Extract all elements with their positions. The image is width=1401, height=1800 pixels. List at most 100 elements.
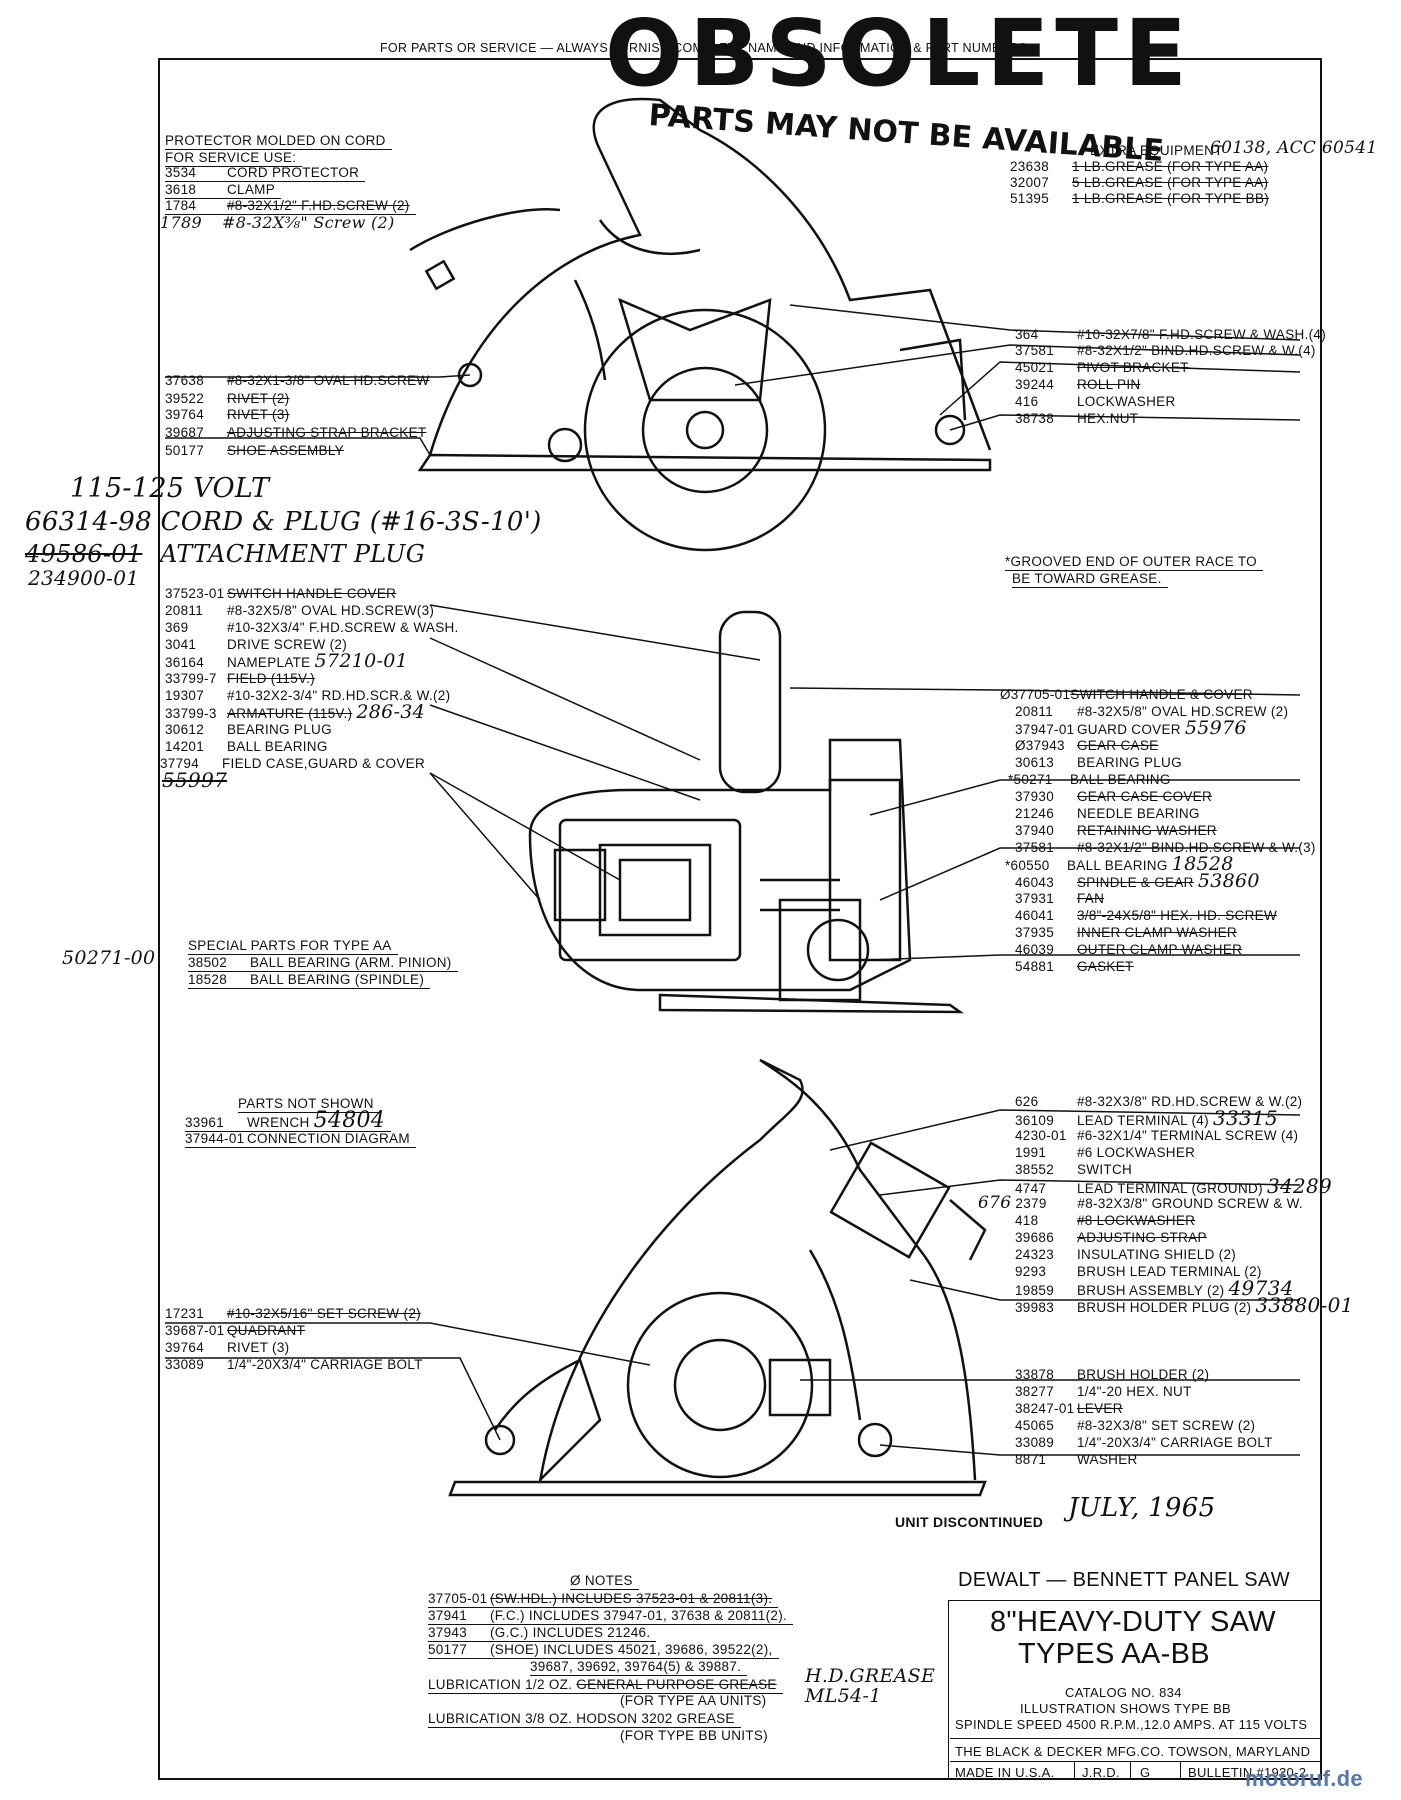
leader-lines — [165, 304, 1301, 1456]
service-note: FOR PARTS OR SERVICE — ALWAYS FURNISH CO… — [380, 41, 1028, 55]
lubrication-2: LUBRICATION 3/8 OZ. HODSON 3202 GREASE — [428, 1710, 741, 1728]
note-row: 50177(SHOE) INCLUDES 45021, 39686, 39522… — [428, 1641, 779, 1659]
manufacturer: THE BLACK & DECKER MFG.CO. TOWSON, MARYL… — [955, 1744, 1311, 1759]
parts-not-shown-title: PARTS NOT SHOWN — [238, 1095, 380, 1113]
extra-equipment-title: EXTRA EQUIPMENT — [1090, 143, 1223, 158]
part-row: 1991#6 LOCKWASHER — [1015, 1145, 1196, 1160]
note-row: 39687, 39692, 39764(5) & 39887. — [530, 1658, 748, 1676]
part-row: 19307#10-32X2-3/4" RD.HD.SCR.& W.(2) — [165, 688, 451, 703]
product-types: TYPES AA-BB — [1018, 1638, 1210, 1670]
brand-title: DEWALT — BENNETT PANEL SAW — [958, 1569, 1290, 1591]
saw-side-view-top — [409, 97, 992, 552]
part-row: 17231#10-32X5/16" SET SCREW (2) — [165, 1306, 421, 1321]
part-row-handwritten: 1789#8-32X⅜" Screw (2) — [160, 213, 395, 232]
part-row: Ø37705-01SWITCH HANDLE & COVER — [1000, 687, 1253, 702]
motor-cross-section — [528, 610, 965, 1014]
lubrication-1: LUBRICATION 1/2 OZ. GENERAL PURPOSE GREA… — [428, 1676, 783, 1694]
cord-plug-handwritten: 66314-98 CORD & PLUG (#16-3S-10') — [25, 507, 542, 537]
lubrication-1-handwritten: H.D.GREASE ML54-1 — [805, 1665, 936, 1707]
part-row: 369#10-32X3/4" F.HD.SCREW & WASH. — [165, 620, 459, 635]
part-row: 364#10-32X7/8" F.HD.SCREW & WASH.(4) — [1015, 327, 1327, 342]
part-row: 676 2379#8-32X3/8" GROUND SCREW & W. — [978, 1193, 1303, 1213]
saw-side-view-bottom — [448, 1058, 987, 1497]
voltage-handwritten: 115-125 VOLT — [70, 473, 270, 504]
extra-equipment-handwritten: 60138, ACC 60541 — [1210, 138, 1378, 158]
illustration-note: ILLUSTRATION SHOWS TYPE BB — [1020, 1701, 1232, 1716]
note-row: 37943(G.C.) INCLUDES 21246. — [428, 1624, 657, 1642]
drawn-by: J.R.D. — [1082, 1765, 1120, 1780]
part-row-handwritten: 55997 — [162, 768, 228, 792]
grooved-note-2: BE TOWARD GREASE. — [1012, 570, 1168, 588]
notes-title: Ø NOTES — [570, 1572, 639, 1590]
special-parts-title: SPECIAL PARTS FOR TYPE AA — [188, 937, 398, 955]
lubrication-1-for: (FOR TYPE AA UNITS) — [620, 1693, 767, 1708]
note-row: 37705-01(SW.HDL.) INCLUDES 37523-01 & 20… — [428, 1590, 779, 1608]
part-row: 37581#8-32X1/2" BIND.HD.SCREW & W.(4) — [1015, 343, 1316, 358]
part-row: 45065#8-32X3/8" SET SCREW (2) — [1015, 1418, 1256, 1433]
obsolete-stamp: OBSOLETE — [605, 0, 1193, 107]
attachment-plug-handwritten: ATTACHMENT PLUG — [160, 540, 426, 568]
discontinued-date: JULY, 1965 — [1068, 1493, 1216, 1523]
plug-struck-handwritten: 49586-01 — [25, 540, 143, 568]
service-use-subtitle: FOR SERVICE USE: — [165, 149, 303, 167]
special-parts-handwritten: 50271-00 — [62, 947, 156, 969]
watermark: motoruf.de — [1245, 1766, 1363, 1791]
part-row: 4230-01#6-32X1/4" TERMINAL SCREW (4) — [1015, 1128, 1299, 1143]
part-row: 20811#8-32X5/8" OVAL HD.SCREW (2) — [1015, 704, 1289, 719]
product-title: 8"HEAVY-DUTY SAW — [990, 1606, 1276, 1638]
discontinued-label: UNIT DISCONTINUED — [895, 1514, 1044, 1530]
revision: G — [1140, 1765, 1151, 1780]
spindle-speed: SPINDLE SPEED 4500 R.P.M.,12.0 AMPS. AT … — [955, 1717, 1308, 1732]
catalog-number: CATALOG NO. 834 — [1065, 1685, 1182, 1700]
part-row: 1784#8-32X1/2" F.HD.SCREW (2) — [165, 197, 416, 215]
part-row: 37638#8-32X1-3/8" OVAL HD.SCREW — [165, 373, 430, 388]
lubrication-2-for: (FOR TYPE BB UNITS) — [620, 1728, 768, 1743]
note-row: 37941(F.C.) INCLUDES 37947-01, 37638 & 2… — [428, 1607, 794, 1625]
part-row: 418#8 LOCKWASHER — [1015, 1213, 1196, 1228]
